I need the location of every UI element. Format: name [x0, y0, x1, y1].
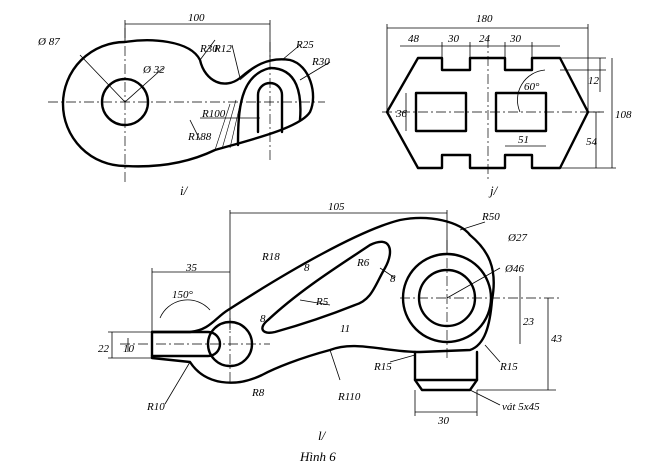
dim-label: 105 — [328, 201, 345, 213]
dim-label: 35 — [185, 262, 198, 274]
dim-label: Ø27 — [507, 232, 527, 244]
dim-label: 108 — [615, 109, 632, 121]
view-i-drawing — [48, 20, 331, 182]
view-l-dimension-labels: 105 R50 Ø27 Ø46 R18 R6 8 8 35 150° R5 8 … — [98, 201, 563, 443]
dim-label: R10 — [146, 401, 165, 413]
dim-label: 8 — [260, 313, 266, 325]
dim-label: 150° — [172, 289, 194, 301]
dim-label: 36 — [395, 108, 408, 120]
dim-label: R188 — [187, 131, 212, 143]
dim-label: R5 — [315, 296, 329, 308]
dim-label: Ø46 — [504, 263, 524, 275]
dim-label: 23 — [523, 316, 535, 328]
dim-label: 22 — [98, 343, 110, 355]
dim-label: 43 — [551, 333, 563, 345]
figure-caption: Hình 6 — [299, 449, 336, 464]
dim-label: 8 — [390, 273, 396, 285]
dim-label: 12 — [588, 75, 600, 87]
dim-label: R15 — [373, 361, 392, 373]
dim-label: R18 — [261, 251, 280, 263]
dim-label: 10 — [123, 343, 135, 355]
dim-label: R6 — [356, 257, 370, 269]
dim-label: R15 — [499, 361, 518, 373]
dim-label: 54 — [586, 136, 598, 148]
dim-label: R50 — [481, 211, 500, 223]
view-label: l/ — [318, 428, 327, 443]
view-i-dimension-labels: 100 Ø 87 Ø 32 R30 R12 R25 R30 R100 R188 … — [37, 12, 330, 198]
dim-label: Ø 32 — [142, 64, 165, 76]
view-label: j/ — [488, 183, 499, 198]
dim-label: R8 — [251, 387, 265, 399]
dim-label: 8 — [304, 262, 310, 274]
dim-label: 11 — [340, 323, 350, 335]
view-j-dimension-labels: 180 48 30 24 30 12 36 108 54 51 60° j/ — [395, 13, 632, 198]
dim-label: 60° — [524, 81, 540, 93]
dim-label: 30 — [447, 33, 460, 45]
dim-label: R30 — [199, 43, 218, 55]
dim-label: Ø 87 — [37, 36, 60, 48]
view-j-drawing — [382, 24, 616, 182]
dim-label: R25 — [295, 39, 314, 51]
view-l-drawing — [108, 210, 560, 416]
dim-label: R12 — [213, 43, 232, 55]
view-label: i/ — [180, 183, 189, 198]
dim-label: 100 — [188, 12, 205, 24]
dim-label: 30 — [509, 33, 522, 45]
dim-label: R110 — [337, 391, 361, 403]
dim-label: 24 — [479, 33, 491, 45]
dim-label: R30 — [311, 56, 330, 68]
dim-label: 180 — [476, 13, 493, 25]
dim-label: 30 — [437, 415, 450, 427]
dim-label: R100 — [201, 108, 226, 120]
dim-label: 48 — [408, 33, 420, 45]
dim-label: vát 5x45 — [502, 401, 540, 413]
dim-label: 51 — [518, 134, 529, 146]
